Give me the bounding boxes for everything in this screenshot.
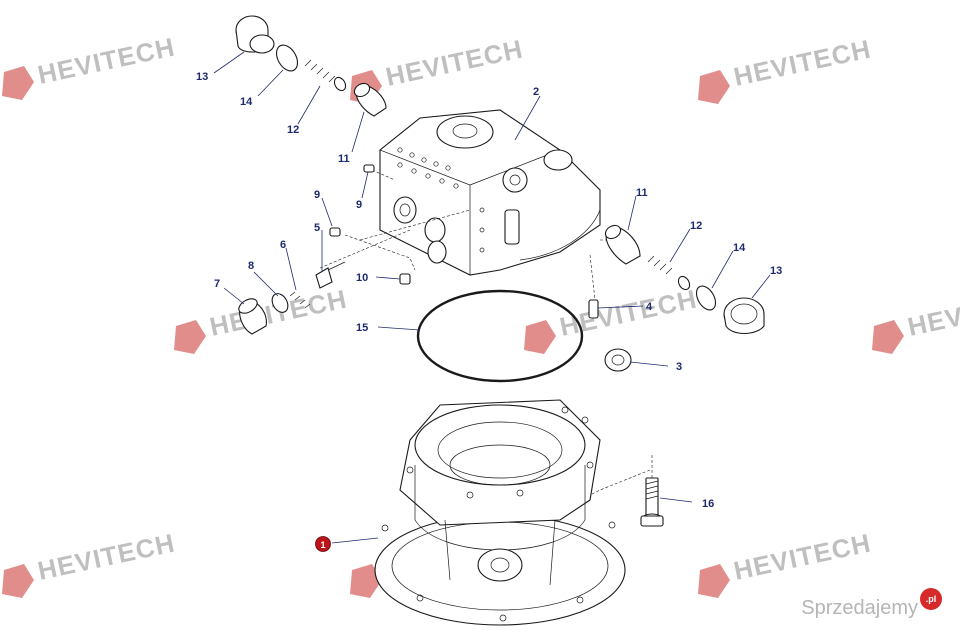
callout-labels: 13 14 12 11 2 9 9 5 6 8 7 10 15 11 12 14… (196, 71, 782, 510)
watermark-text: HEVITECH (383, 34, 526, 92)
callout-1-label: 1 (320, 540, 325, 550)
hevitech-logo-icon (174, 320, 206, 354)
part-9-plug-a (363, 164, 375, 173)
watermark-top-right: HEVITECH (698, 34, 874, 104)
callout-7: 7 (214, 278, 220, 290)
callout-9-a: 9 (356, 199, 362, 211)
callout-16: 16 (702, 498, 714, 510)
part-6-spring (289, 291, 311, 309)
part-8-oring (271, 293, 289, 313)
watermark-text: HEVITECH (35, 32, 178, 90)
callout-13-top-left: 13 (196, 71, 208, 83)
watermark-mid-center: HEVITECH (524, 284, 700, 354)
hevitech-logo-icon (872, 320, 904, 354)
callout-1-highlighted: 1 (315, 536, 331, 552)
callout-12-right: 12 (690, 220, 702, 232)
watermark-bottom-right: HEVITECH (698, 528, 874, 598)
hevitech-logo-icon (2, 564, 34, 598)
part-12-spring-right (647, 255, 691, 291)
callout-14-top-left: 14 (240, 96, 253, 108)
callout-11-top-left: 11 (338, 153, 350, 165)
callout-4: 4 (646, 301, 653, 313)
watermark-text: HEVITECH (905, 284, 960, 342)
sprzedajemy-wordmark: Sprzedajemy (801, 597, 918, 619)
part-4-dowel-pin (588, 299, 599, 319)
hevitech-logo-icon (350, 564, 382, 598)
watermark-text: HEVITECH (35, 528, 178, 586)
watermark-text: HEVITECH (207, 284, 350, 342)
part-7-plug-left (238, 298, 267, 335)
part-11-sleeve-top-left (353, 82, 387, 117)
part-5-valve-poppet (315, 261, 346, 289)
callout-12-top-left: 12 (287, 124, 299, 136)
callout-2: 2 (533, 86, 539, 98)
part-13-plug-right (723, 297, 765, 335)
part-13-plug-top-left (235, 15, 275, 54)
part-2-valve-body (379, 109, 601, 276)
watermark-text: HEVITECH (731, 34, 874, 92)
leader-lines (213, 51, 771, 544)
callout-13-right: 13 (770, 265, 782, 277)
hevitech-logo-icon (524, 320, 556, 354)
callout-11-right: 11 (636, 187, 648, 199)
sprzedajemy-badge: Sprzedajemy .pl (801, 587, 942, 620)
watermark-text: HEVITECH (731, 528, 874, 586)
hevitech-logo-icon (698, 70, 730, 104)
callout-5: 5 (314, 222, 320, 234)
callout-15: 15 (356, 322, 368, 334)
pl-domain-dot: .pl (920, 587, 942, 610)
part-10-pin (399, 273, 411, 285)
watermark-mid-right: HEVITECH (872, 284, 960, 354)
callout-3: 3 (676, 361, 682, 373)
hevitech-logo-icon (2, 66, 34, 100)
part-16-bolt (640, 455, 664, 527)
part-3-bushing (604, 348, 632, 372)
part-14-oring-right (695, 285, 717, 311)
part-12-spring-top-left (304, 59, 347, 92)
part-1-housing (374, 399, 626, 626)
part-11-sleeve-right (604, 224, 641, 265)
callout-9-b: 9 (314, 189, 320, 201)
part-15-large-oring (416, 289, 584, 383)
callout-10: 10 (356, 272, 368, 284)
hevitech-logo-icon (698, 564, 730, 598)
watermark-bottom-left: HEVITECH (2, 528, 178, 598)
callout-8: 8 (248, 260, 254, 272)
callout-6: 6 (280, 239, 286, 251)
watermark-top-left: HEVITECH (2, 32, 178, 100)
part-9-plug-b (329, 227, 341, 237)
part-14-oring-top-left (275, 44, 299, 72)
watermark-text: HEVITECH (557, 284, 700, 342)
callout-14-right: 14 (733, 242, 746, 254)
